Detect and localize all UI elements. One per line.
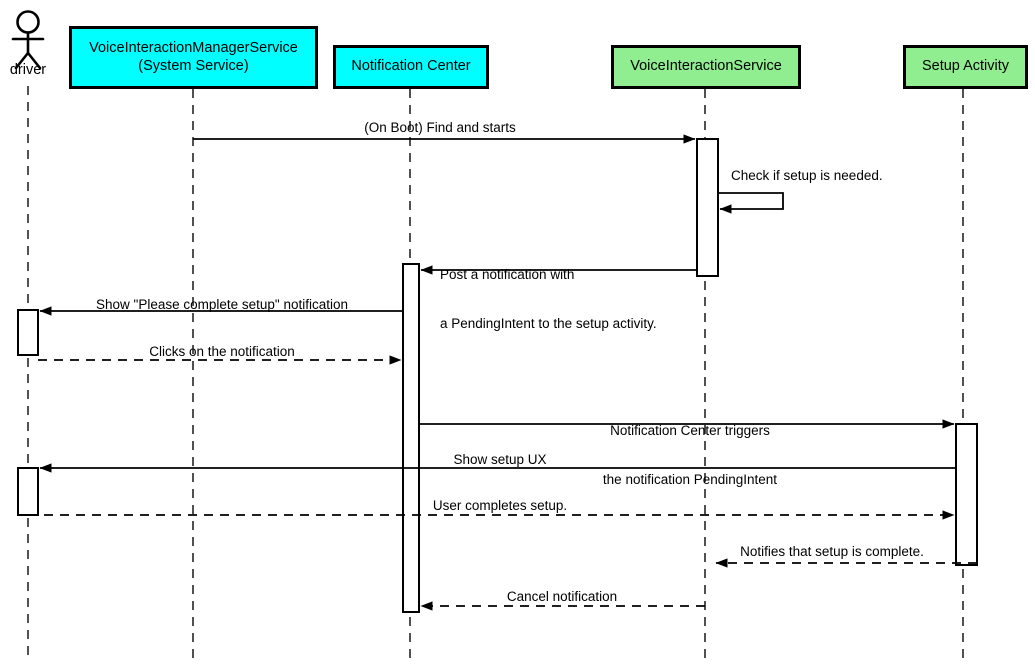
messages-group <box>28 134 977 611</box>
participant-label-line1: VoiceInteractionManagerService <box>89 40 298 57</box>
activation-voiceinteractionservice-1 <box>696 138 719 277</box>
message-label-user-completes-setup: User completes setup. <box>432 498 568 513</box>
participant-box-voiceinteractionmanagerservice[interactable]: VoiceInteractionManagerService (System S… <box>69 26 318 89</box>
message-label-on-boot-find-and-starts: (On Boot) Find and starts <box>364 120 516 135</box>
participant-box-voiceinteractionservice[interactable]: VoiceInteractionService <box>611 45 801 89</box>
activation-driver-1 <box>17 309 39 356</box>
message-label-show-setup-ux: Show setup UX <box>453 452 547 467</box>
message-label-line2: a PendingIntent to the setup activity. <box>440 315 657 331</box>
activation-bars-group <box>17 138 978 613</box>
participant-label-line2: (System Service) <box>138 57 249 74</box>
message-label-line1: Notification Center triggers <box>610 423 770 439</box>
message-line-check-if-setup-is-needed <box>718 192 784 214</box>
message-label-line1: Post a notification with <box>440 267 575 283</box>
message-label-notifies-that-setup-is-complete: Notifies that setup is complete. <box>740 544 924 559</box>
message-label-cancel-notification: Cancel notification <box>506 589 618 604</box>
message-label-check-if-setup-is-needed: Check if setup is needed. <box>731 168 883 183</box>
message-label-line2: the notification PendingIntent <box>602 471 778 487</box>
message-label-clicks-on-the-notification: Clicks on the notification <box>149 344 295 359</box>
participant-box-notification-center[interactable]: Notification Center <box>333 45 489 89</box>
message-label-show-please-complete-setup-notification: Show "Please complete setup" notificatio… <box>96 297 348 312</box>
participant-label-driver: driver <box>9 62 47 78</box>
participant-box-setup-activity[interactable]: Setup Activity <box>903 45 1028 89</box>
actor-driver-icon <box>11 10 45 70</box>
activation-setup-activity-1 <box>955 423 978 566</box>
activation-driver-2 <box>17 467 39 516</box>
message-label-post-a-notification-with-pendingintent: Post a notification with a PendingIntent… <box>440 235 657 365</box>
participant-label-voiceinteractionmanagerservice: VoiceInteractionManagerService (System S… <box>89 40 298 74</box>
message-label-notification-center-triggers-pendingintent: Notification Center triggers the notific… <box>540 391 840 521</box>
activation-notification-center-1 <box>402 263 420 613</box>
